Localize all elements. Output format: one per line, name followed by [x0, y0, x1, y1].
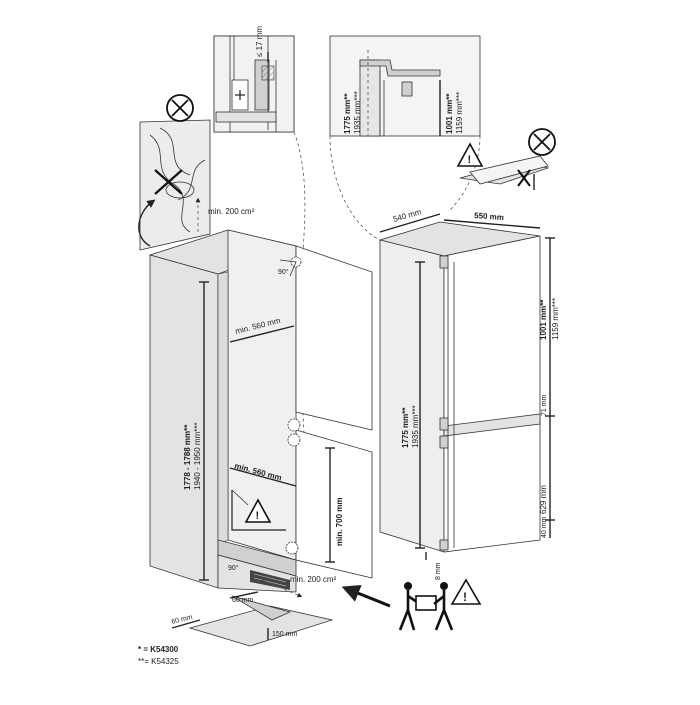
footnote-2: **= K54325	[138, 657, 179, 666]
vent-grille	[250, 570, 290, 590]
width-lower-dim-line	[229, 467, 297, 487]
dim-8-label: 8 mm	[435, 562, 442, 580]
min-700-label: min. 700 mm	[335, 498, 344, 546]
footnote-1: * = K54300	[138, 645, 179, 654]
prohibited-icon-right	[528, 128, 556, 156]
plinth-detail: 60 mm 60 mm 150 mm	[171, 591, 334, 647]
svg-text:!: !	[256, 510, 260, 522]
cabinet-doors: 90° 90°	[228, 245, 373, 579]
detail-1935-label: 1935 mm***	[353, 91, 362, 134]
fridge-1001-label: 1001 mm**	[539, 299, 548, 340]
fridge-appliance	[378, 221, 541, 553]
angle-top-label: 90°	[278, 268, 289, 276]
fridge-1935-label: 1935 mm***	[411, 405, 420, 448]
airflow-bottom-arrow-icon	[261, 579, 303, 598]
prohibited-icon-left	[166, 94, 194, 122]
height-detail-box: 1775 mm** 1935 mm*** 1001 mm** 1159 mm**…	[329, 35, 481, 137]
detail-1159-label: 1159 mm***	[455, 92, 464, 134]
warning-icon-niche: !	[244, 498, 272, 523]
dim-40-label: 40 mm	[541, 516, 548, 538]
plinth-150-label: 150 mm	[272, 631, 297, 638]
cabinet-niche	[148, 229, 298, 593]
hinge-17mm-label: ≤ 17 mm	[255, 26, 264, 57]
curved-arrow-icon	[138, 199, 156, 247]
move-arrow-icon	[341, 584, 391, 608]
dim-629-label: 629 mm	[539, 485, 548, 514]
fridge-1159-label: 1159 mm***	[551, 298, 560, 340]
hinge-detail-box: ≤ 17 mm	[213, 26, 295, 133]
niche-height-label: 1778 - 1788 mm**	[183, 424, 192, 490]
niche-height-alt-label: 1940 - 1950 mm***	[193, 422, 202, 490]
svg-text:!: !	[468, 154, 472, 166]
warning-icon-people: !	[450, 578, 482, 605]
fridge-1775-label: 1775 mm**	[401, 407, 410, 448]
wood-panel-forbidden	[139, 119, 211, 251]
vent-top-label: min. 200 cm²	[208, 207, 255, 216]
warning-icon-top: !	[456, 142, 484, 167]
dim-71-label: 71 mm	[541, 394, 548, 416]
angle-bottom-label: 90°	[228, 564, 239, 572]
fridge-width-label: 550 mm	[474, 211, 504, 222]
plinth-60-b-label: 60 mm	[171, 614, 194, 626]
fridge-depth-label: 540 mm	[392, 207, 423, 224]
vent-bottom-label: min. 200 cm²	[290, 575, 337, 584]
people-carrying-icon	[398, 582, 454, 631]
top-warning-detail	[459, 155, 550, 190]
width-upper-dim-line	[229, 325, 295, 343]
svg-text:!: !	[463, 590, 467, 604]
detail-1775-label: 1775 mm**	[343, 93, 352, 134]
plinth-60-a-label: 60 mm	[232, 597, 254, 604]
detail-1001-label: 1001 mm**	[445, 93, 454, 134]
